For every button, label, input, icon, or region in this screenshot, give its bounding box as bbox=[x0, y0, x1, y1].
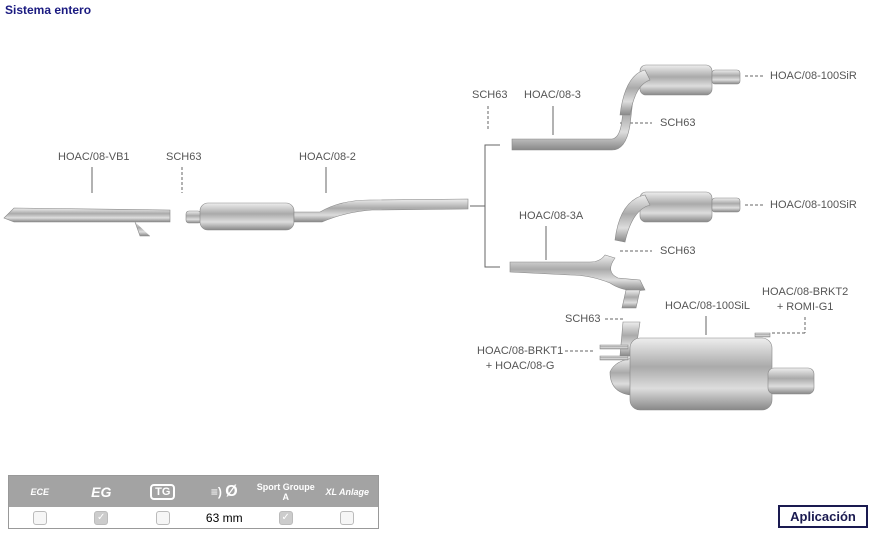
diameter-icon: ≡) Ø bbox=[210, 482, 238, 500]
label-sch63: SCH63 bbox=[472, 89, 508, 101]
ece-checkbox bbox=[32, 510, 47, 525]
aplicacion-button[interactable]: Aplicación bbox=[778, 505, 868, 528]
label-hoac-08-brkt1: HOAC/08-BRKT1+ HOAC/08-G bbox=[477, 345, 564, 372]
label-hoac-08-100sil: HOAC/08-100SiL bbox=[665, 300, 750, 312]
label-sch63: SCH63 bbox=[660, 117, 696, 129]
eg-icon: EG bbox=[91, 483, 112, 500]
label-sch63: SCH63 bbox=[166, 151, 202, 163]
label-hoac-08-vb1: HOAC/08-VB1 bbox=[58, 151, 130, 163]
eg-checkbox: ✓ bbox=[94, 510, 109, 525]
label-sch63: SCH63 bbox=[660, 245, 696, 257]
ece-icon: ECE bbox=[30, 486, 49, 497]
sport-groupe-a-icon: Sport Groupe A bbox=[256, 481, 315, 502]
xl-anlage-icon: XL Anlage bbox=[325, 486, 369, 497]
tg-icon: TG bbox=[132, 476, 194, 507]
label-hoac-08-3: HOAC/08-3 bbox=[524, 89, 581, 101]
label-hoac-08-100sir: HOAC/08-100SiR bbox=[770, 70, 857, 82]
label-sch63: SCH63 bbox=[565, 313, 601, 325]
label-hoac-08-brkt2: HOAC/08-BRKT2+ ROMI-G1 bbox=[762, 286, 849, 313]
label-hoac-08-3a: HOAC/08-3A bbox=[519, 210, 584, 222]
page-title: Sistema entero bbox=[5, 3, 92, 17]
diameter-value: 63 mm bbox=[205, 510, 243, 525]
exhaust-system-diagram bbox=[3, 64, 815, 411]
tg-checkbox bbox=[155, 510, 170, 525]
label-hoac-08-100sir: HOAC/08-100SiR bbox=[770, 199, 857, 211]
approvals-table: ECE EG TG ≡) Ø Sport Groupe A XL Anlage … bbox=[8, 475, 379, 529]
sport-groupe-a-checkbox: ✓ bbox=[278, 510, 293, 525]
label-hoac-08-2: HOAC/08-2 bbox=[299, 151, 356, 163]
xl-anlage-checkbox bbox=[340, 510, 355, 525]
